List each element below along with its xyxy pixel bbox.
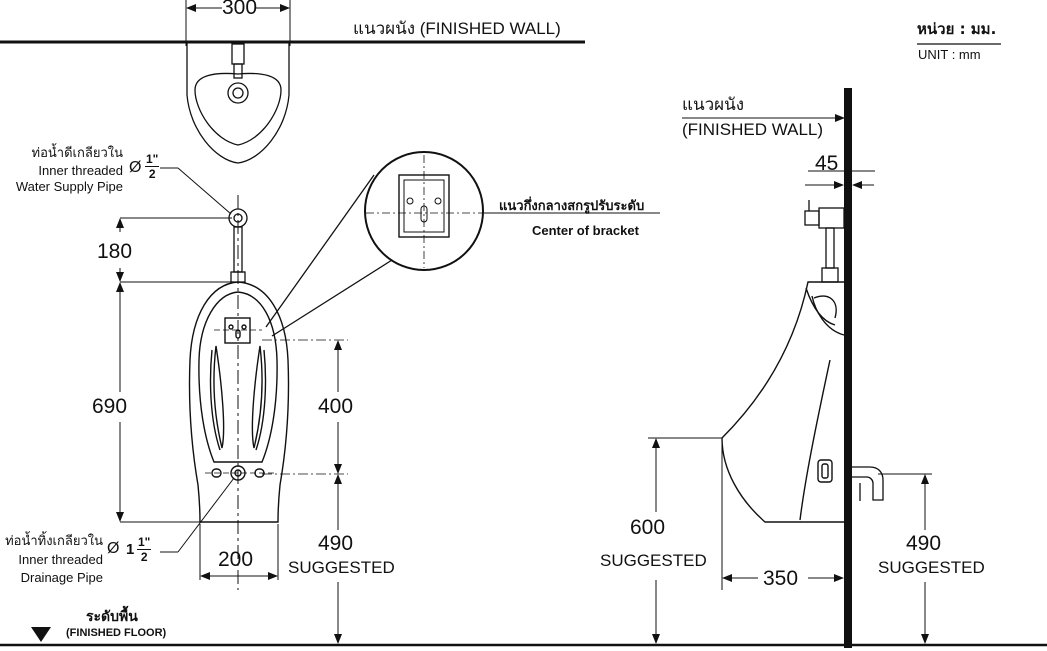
urinal-side-view xyxy=(721,281,845,523)
supply-pipe-th: ท่อน้ำดีเกลียวใน xyxy=(31,145,123,160)
dim-490-front-note: SUGGESTED xyxy=(288,558,395,577)
urinal-top-view xyxy=(186,43,290,164)
unit-label-th: หน่วย : มม. xyxy=(917,20,997,38)
floor-label-en: (FINISHED FLOOR) xyxy=(66,627,167,639)
dim-350-label: 350 xyxy=(763,567,799,590)
dim-45-label: 45 xyxy=(815,152,839,175)
side-drain-pipe xyxy=(852,466,884,501)
unit-label-en: UNIT : mm xyxy=(918,47,981,62)
drain-fraction: 1" 2 xyxy=(137,535,152,564)
side-supply-valve xyxy=(804,200,845,283)
finished-wall-label: แนวผนัง (FINISHED WALL) xyxy=(353,19,561,38)
dim-300-label: 300 xyxy=(222,0,258,19)
dim-180-label: 180 xyxy=(97,240,133,263)
bracket-label-th: แนวกึ่งกลางสกรูปรับระดับ xyxy=(499,198,645,213)
dim-200-label: 200 xyxy=(218,548,254,571)
side-wall-label-en: (FINISHED WALL) xyxy=(682,120,824,139)
dim-490-front-label: 490 xyxy=(318,532,354,555)
urinal-front-view xyxy=(188,281,290,523)
drain-pipe-en2: Drainage Pipe xyxy=(20,570,103,585)
supply-fraction-num: 1" xyxy=(145,152,160,167)
supply-fraction: 1" 2 xyxy=(145,152,160,181)
supply-diameter-symbol: Ø xyxy=(129,159,142,176)
dim-690-label: 690 xyxy=(92,395,128,418)
drain-diameter-symbol: Ø xyxy=(107,540,120,557)
drain-size-whole: 1 xyxy=(126,541,135,558)
dim-600-label: 600 xyxy=(630,516,666,539)
dim-400-label: 400 xyxy=(318,395,354,418)
drain-pipe-th: ท่อน้ำทิ้งเกลียวใน xyxy=(5,533,103,548)
side-wall-label-th: แนวผนัง xyxy=(682,95,745,114)
bracket-label-en: Center of bracket xyxy=(532,223,639,238)
supply-pipe-en1: Inner threaded xyxy=(38,163,123,178)
drain-pipe-en1: Inner threaded xyxy=(18,552,103,567)
drain-fraction-num: 1" xyxy=(137,535,152,550)
dim-490-side-note: SUGGESTED xyxy=(878,558,985,577)
bracket-detail xyxy=(265,151,660,337)
floor-triangle-icon xyxy=(31,627,51,642)
dim-600-note: SUGGESTED xyxy=(600,551,707,570)
supply-fraction-den: 2 xyxy=(148,167,156,181)
drain-fraction-den: 2 xyxy=(140,550,148,564)
supply-pipe-en2: Water Supply Pipe xyxy=(15,179,123,194)
dim-490-side-label: 490 xyxy=(906,532,942,555)
floor-label-th: ระดับพื้น xyxy=(86,609,138,625)
side-wall xyxy=(844,88,852,648)
